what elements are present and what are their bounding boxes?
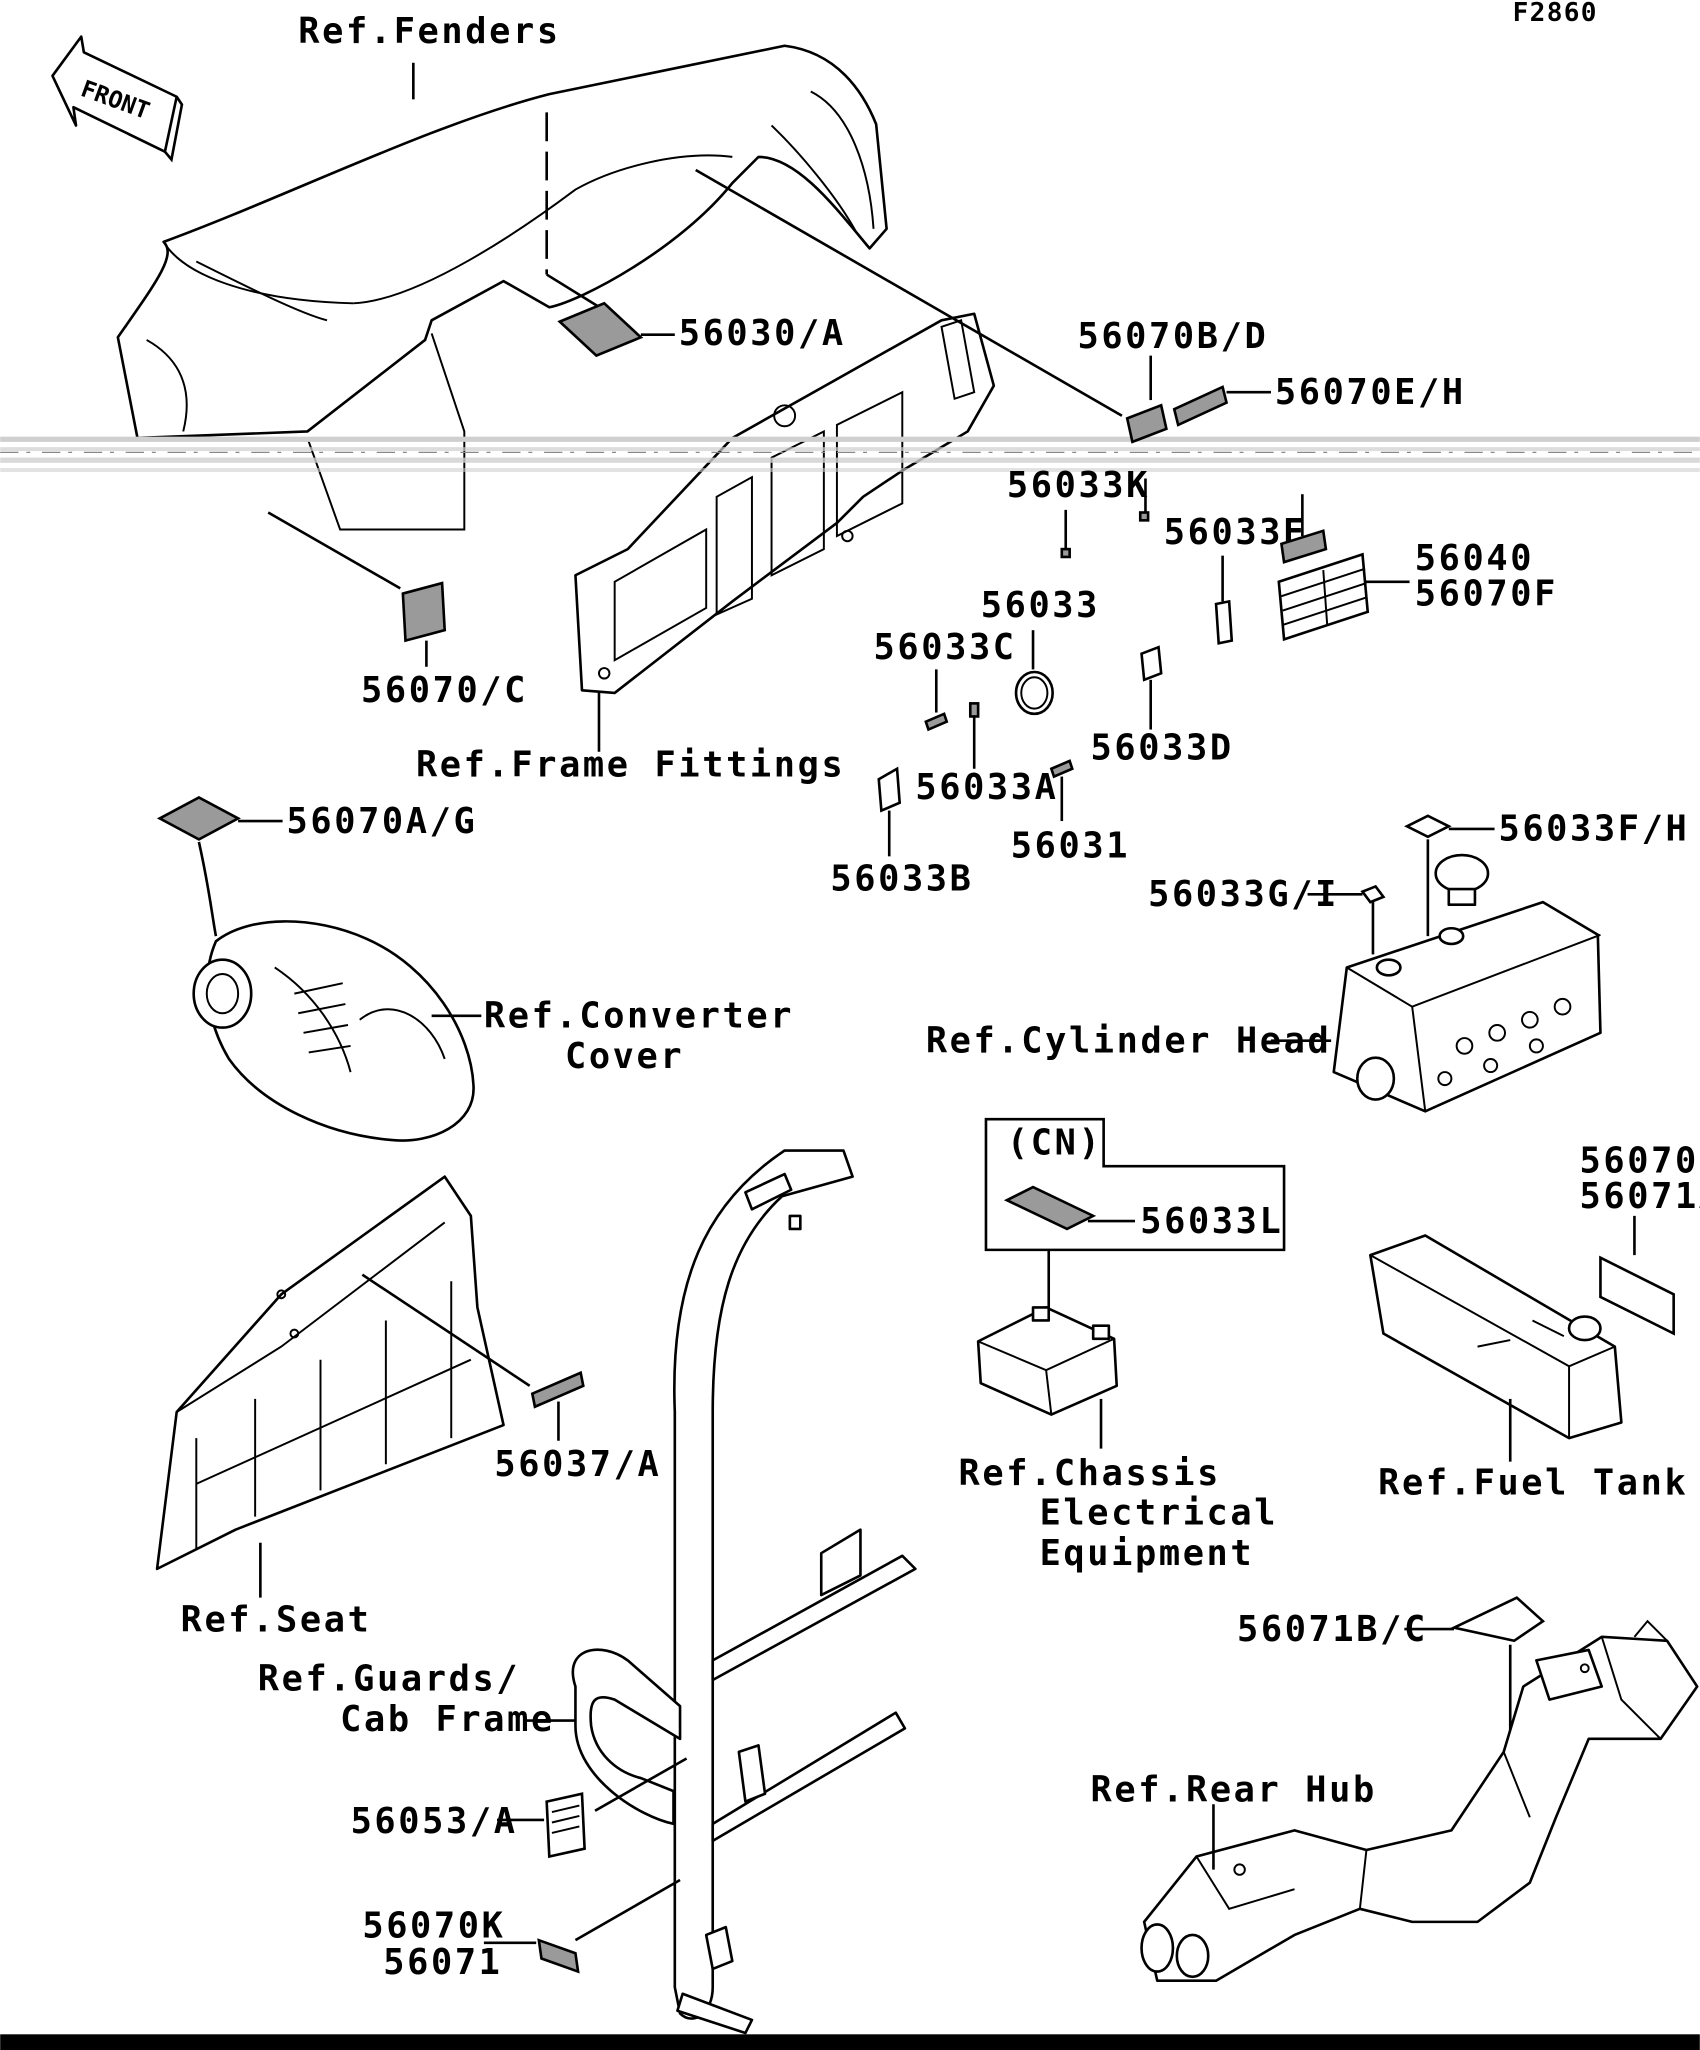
decal-56033b — [877, 766, 902, 813]
decal-56033k — [1060, 547, 1071, 559]
decal-56033e — [1214, 599, 1234, 645]
cab-frame-drawing — [571, 1149, 917, 2035]
chassis-electrical-drawing — [976, 1306, 1119, 1416]
ref-chassis-label-3: Equipment — [1040, 1533, 1255, 1574]
decal-upper-right-small — [1279, 529, 1328, 564]
ref-seat-label: Ref.Seat — [181, 1600, 372, 1641]
ref-fenders-label: Ref.Fenders — [298, 11, 560, 52]
converter-cover-drawing — [192, 920, 475, 1142]
fenders-drawing: Ref.Fenders — [116, 11, 888, 531]
decal-56033a — [968, 702, 980, 718]
part-label-56070-c: 56070/C — [361, 670, 528, 711]
part-label-56070-e-h: 56070E/H — [1275, 372, 1466, 413]
part-label-56070-a-g: 56070A/G — [287, 801, 478, 842]
decal-56071-b-c — [1450, 1596, 1546, 1643]
decal-56033d — [1140, 645, 1163, 682]
part-label-56070-b-d: 56070B/D — [1077, 316, 1268, 357]
decal-56030-a: 56030/A — [557, 301, 846, 358]
decal-56033c — [924, 712, 949, 732]
decal-56033-f-h — [1404, 814, 1452, 839]
part-label-56070k: 56070K — [362, 1906, 505, 1947]
decal-56033-g-i — [1360, 884, 1386, 904]
part-label-56033a: 56033A — [915, 767, 1058, 808]
decal-56033l — [1003, 1185, 1097, 1231]
ref-frame-fittings-label: Ref.Frame Fittings — [416, 745, 845, 786]
part-label-56071-b-c: 56071B/C — [1237, 1609, 1428, 1650]
part-label-56033k: 56033K — [1007, 465, 1150, 506]
part-label-56037-a: 56037/A — [494, 1444, 661, 1485]
decal-small-upper — [1138, 511, 1150, 522]
ref-guards-label-1: Ref.Guards/ — [258, 1658, 520, 1699]
ref-rear-hub-label: Ref.Rear Hub — [1091, 1770, 1377, 1811]
front-arrow-icon: FRONT — [51, 35, 184, 163]
decal-56031 — [1049, 759, 1074, 779]
decal-56040-56070f — [1277, 552, 1370, 642]
part-label-56053-a: 56053/A — [351, 1801, 518, 1842]
diagram-code: F2860 — [1513, 0, 1598, 28]
part-label-56033c: 56033C — [874, 627, 1017, 668]
part-label-56071: 56071 — [383, 1942, 502, 1983]
part-label-56033d: 56033D — [1091, 728, 1234, 769]
part-label-56033: 56033 — [981, 585, 1100, 626]
decal-56053-a — [545, 1792, 586, 1859]
bottom-border — [0, 2034, 1700, 2050]
decal-56070-a-g — [156, 796, 241, 841]
cn-region-box: (CN) 56033L — [984, 1117, 1286, 1252]
part-label-56031: 56031 — [1011, 826, 1130, 867]
part-label-56033-g-i: 56033G/I — [1148, 874, 1339, 915]
ref-cylinder-head-label: Ref.Cylinder Head — [926, 1020, 1332, 1061]
part-label-56070f: 56070F — [1415, 573, 1558, 614]
seat-drawing — [155, 1175, 505, 1571]
ref-guards-label-2: Cab Frame — [340, 1699, 555, 1740]
decal-56070-b-d — [1125, 403, 1168, 444]
region-label-cn: (CN) — [1007, 1122, 1102, 1163]
ref-chassis-label-2: Electrical — [1040, 1492, 1279, 1533]
part-label-56070l: 56070L — [1580, 1141, 1700, 1182]
part-label-56071a: 56071A — [1580, 1176, 1700, 1217]
ref-converter-cover-label: Ref.Converter — [484, 996, 794, 1037]
cylinder-head-drawing — [1332, 853, 1602, 1113]
part-label-56033l: 56033L — [1140, 1201, 1283, 1242]
decal-56070-e-h — [1172, 385, 1229, 427]
decal-56070l-56071a — [1599, 1255, 1675, 1336]
decal-56037-a — [530, 1370, 585, 1409]
ref-fuel-tank-label: Ref.Fuel Tank — [1378, 1462, 1688, 1503]
part-label-56033-f-h: 56033F/H — [1498, 809, 1689, 850]
ref-chassis-label-1: Ref.Chassis — [959, 1453, 1221, 1494]
part-label-56033b: 56033B — [830, 858, 973, 899]
frame-fittings-drawing: Ref.Frame Fittings — [416, 312, 996, 786]
rear-hub-drawing — [1140, 1619, 1699, 1983]
decal-56070k-56071 — [537, 1938, 580, 1974]
ref-converter-cover-label-2: Cover — [565, 1036, 684, 1077]
scan-noise-band — [0, 436, 1700, 472]
part-label-56030-a: 56030/A — [679, 313, 846, 354]
decal-56070-c — [401, 581, 447, 643]
part-label-56040: 56040 — [1415, 538, 1534, 579]
fuel-tank-drawing — [1369, 1234, 1623, 1440]
